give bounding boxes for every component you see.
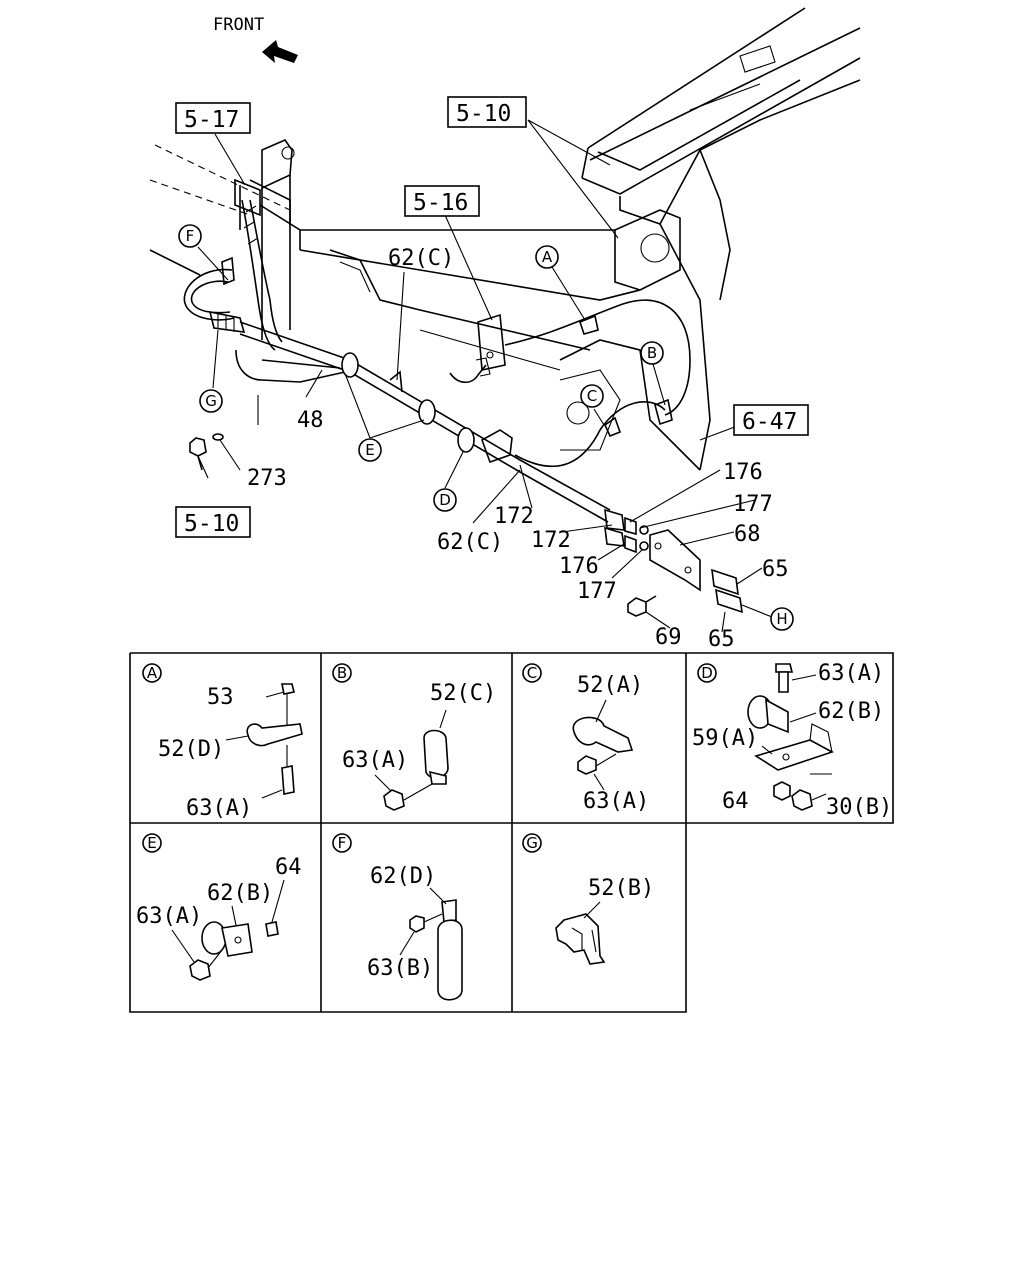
panel-B-marker: B	[337, 664, 347, 682]
panel-B-label-2: 63(A)	[342, 748, 408, 773]
frame-drawing	[149, 7, 861, 617]
leader-lines	[197, 119, 773, 633]
panel-A: A 53 52(D) 63(A)	[142, 663, 303, 821]
callout-65-b: 65	[708, 627, 735, 652]
panel-B: B 52(C) 63(A)	[332, 663, 496, 811]
panel-E-marker: E	[147, 834, 156, 852]
ref-box-5-17: 5-17	[175, 102, 251, 134]
svg-text:C: C	[587, 387, 597, 405]
ref-box-5-10-bottom: 5-10	[175, 506, 251, 538]
callout-172-b: 172	[531, 528, 571, 553]
svg-text:G: G	[205, 392, 217, 410]
callout-177-a: 177	[733, 492, 773, 517]
panel-D-marker: D	[701, 664, 713, 682]
callout-62c-top: 62(C)	[388, 246, 454, 271]
callout-68: 68	[734, 522, 761, 547]
ref-5-10-bottom: 5-10	[184, 511, 239, 537]
marker-F: F	[178, 224, 202, 248]
panel-C-label-1: 52(A)	[577, 673, 643, 698]
panel-E-label-2: 62(B)	[207, 881, 273, 906]
svg-text:B: B	[647, 344, 657, 362]
panel-A-label-2: 52(D)	[158, 737, 224, 762]
panel-D-label-2: 62(B)	[818, 699, 884, 724]
front-arrow-icon	[262, 40, 298, 63]
svg-text:F: F	[186, 227, 195, 245]
callout-48: 48	[297, 408, 324, 433]
marker-A: A	[535, 245, 559, 269]
marker-G: G	[199, 389, 223, 413]
panel-F-label-2: 63(B)	[367, 956, 433, 981]
panel-D: D 63(A) 62(B) 59(A) 64 30(B)	[692, 661, 892, 820]
panel-E-label-3: 63(A)	[136, 904, 202, 929]
callout-176-b: 176	[559, 554, 599, 579]
ref-5-10-top: 5-10	[456, 101, 511, 127]
panel-F: F 62(D) 63(B)	[332, 833, 463, 1001]
panel-D-label-5: 30(B)	[826, 795, 892, 820]
panel-F-label-1: 62(D)	[370, 864, 436, 889]
panel-A-label-3: 63(A)	[186, 796, 252, 821]
callout-273: 273	[247, 466, 287, 491]
ref-box-6-47: 6-47	[733, 404, 809, 436]
ref-box-5-16: 5-16	[404, 185, 480, 217]
ref-5-17: 5-17	[184, 107, 239, 133]
front-label: FRONT	[213, 15, 264, 35]
marker-C: C	[580, 384, 604, 408]
panel-F-marker: F	[338, 834, 347, 852]
panel-B-label-1: 52(C)	[430, 681, 496, 706]
ref-box-5-10-top: 5-10	[447, 96, 527, 128]
panel-C-marker: C	[527, 664, 537, 682]
marker-H: H	[770, 607, 794, 631]
callout-65-a: 65	[762, 557, 789, 582]
panel-E: E 64 62(B) 63(A)	[136, 833, 302, 981]
callout-172-a: 172	[494, 504, 534, 529]
callout-69: 69	[655, 625, 682, 650]
panel-G-marker: G	[526, 834, 538, 852]
panel-G: G 52(B)	[522, 833, 654, 965]
main-markers: F A B C G E D H	[178, 224, 794, 631]
marker-D: D	[433, 488, 457, 512]
panel-D-label-4: 64	[722, 789, 749, 814]
panel-C-label-2: 63(A)	[583, 789, 649, 814]
panel-G-label-1: 52(B)	[588, 876, 654, 901]
svg-text:H: H	[776, 610, 787, 628]
panel-A-marker: A	[147, 664, 158, 682]
front-indicator: FRONT	[213, 15, 298, 63]
panel-A-label-1: 53	[207, 685, 234, 710]
panel-E-label-1: 64	[275, 855, 302, 880]
svg-text:D: D	[439, 491, 451, 509]
panel-C: C 52(A) 63(A)	[522, 663, 649, 814]
marker-E: E	[358, 438, 382, 462]
panel-D-label-1: 63(A)	[818, 661, 884, 686]
svg-text:E: E	[365, 441, 374, 459]
callout-176-a: 176	[723, 460, 763, 485]
callout-62c-bottom: 62(C)	[437, 530, 503, 555]
main-callouts: 62(C) 48 273 176 177 68 65 172 172 62(C)…	[247, 246, 789, 652]
callout-177-b: 177	[577, 579, 617, 604]
marker-B: B	[640, 341, 664, 365]
svg-text:A: A	[542, 248, 553, 266]
ref-6-47: 6-47	[742, 409, 797, 435]
detail-panels-grid	[129, 652, 894, 1013]
panel-D-label-3: 59(A)	[692, 726, 758, 751]
ref-5-16: 5-16	[413, 190, 468, 216]
